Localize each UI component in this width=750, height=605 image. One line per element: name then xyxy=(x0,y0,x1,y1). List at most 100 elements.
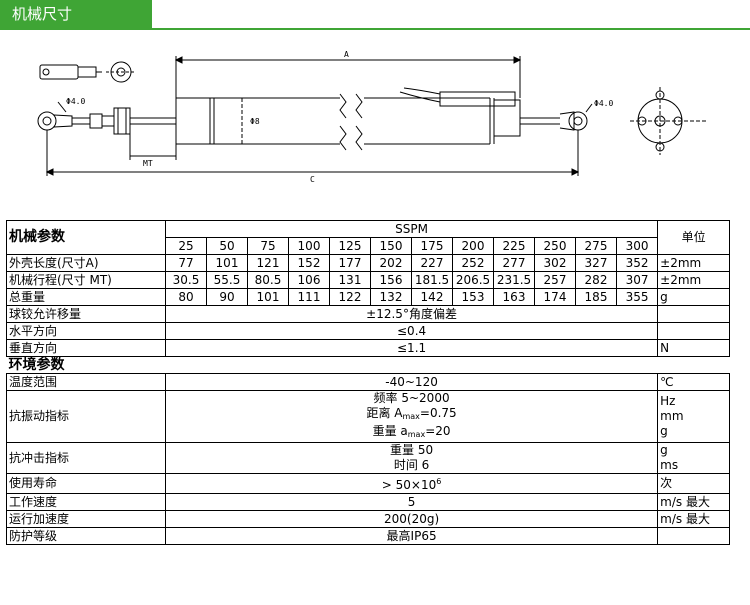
unit-cell: ±2mm xyxy=(657,254,731,272)
value-cell: ±12.5°角度偏差 xyxy=(164,305,659,323)
right-ball-joint xyxy=(559,111,588,131)
value-cell: 302 xyxy=(534,254,576,272)
value-cell: 231.5 xyxy=(493,271,535,289)
row-label: 运行加速度 xyxy=(6,510,166,528)
table-row: 水平方向 ≤0.4 xyxy=(6,322,731,340)
dim-body-dia: Φ8 xyxy=(250,117,260,126)
spec-table: 机械参数 SSPM 单位 25 50 75 100 125 150 175 20… xyxy=(6,220,731,545)
value-cell: 101 xyxy=(206,254,248,272)
cable-outlet xyxy=(399,87,521,137)
value-cell: 5 xyxy=(164,493,659,511)
left-nut xyxy=(89,113,103,129)
table-row: 工作速度 5 m/s 最大 xyxy=(6,493,731,511)
table-row: 外壳长度(尺寸A) 77 101 121 152 177 202 227 252… xyxy=(6,254,731,272)
value-cell: 142 xyxy=(411,288,453,306)
dim-a-label: A xyxy=(344,50,349,59)
mechanical-drawing: A C MT Φ4.0 Φ4.0 Φ8 xyxy=(37,50,708,184)
range-cell: 275 xyxy=(575,237,617,255)
housing-body xyxy=(175,93,495,151)
value-cell: 206.5 xyxy=(452,271,494,289)
range-cell: 225 xyxy=(493,237,535,255)
range-cell: 300 xyxy=(615,237,659,255)
hex-nut xyxy=(113,107,131,135)
value-cell: 156 xyxy=(370,271,412,289)
value-cell: 307 xyxy=(615,271,659,289)
value-cell: > 50×106 xyxy=(164,473,659,494)
value-cell: 30.5 xyxy=(165,271,207,289)
range-cell: 50 xyxy=(206,237,248,255)
value-cell: 80.5 xyxy=(247,271,289,289)
value-cell: 355 xyxy=(615,288,659,306)
row-label: 使用寿命 xyxy=(6,473,166,494)
unit-cell: m/s 最大 xyxy=(657,493,731,511)
table-row: 温度范围 -40~120 ℃ xyxy=(6,373,731,391)
section-title: 机械尺寸 xyxy=(0,0,152,28)
value-cell: 227 xyxy=(411,254,453,272)
value-cell: 177 xyxy=(329,254,371,272)
vibration-values: 频率 5~2000 距离 Amax=0.75 重量 amax=20 xyxy=(164,390,659,443)
dimension-c-line xyxy=(45,130,580,176)
value-cell: 最高IP65 xyxy=(164,527,659,545)
unit-cell: 次 xyxy=(657,473,731,494)
range-cell: 25 xyxy=(165,237,207,255)
header-divider xyxy=(0,28,750,30)
ball-joint-side-view xyxy=(39,64,102,80)
vibration-line: 距离 Amax=0.75 xyxy=(366,406,457,421)
row-label: 垂直方向 xyxy=(6,339,166,357)
range-cell: 150 xyxy=(370,237,412,255)
row-label: 外壳长度(尺寸A) xyxy=(6,254,166,272)
unit-cell: Hz mm g xyxy=(657,390,731,443)
value-cell: 153 xyxy=(452,288,494,306)
value-cell: 282 xyxy=(575,271,617,289)
table-row: 运行加速度 200(20g) m/s 最大 xyxy=(6,510,731,528)
dim-dia-left: Φ4.0 xyxy=(66,97,85,106)
dim-mt-label: MT xyxy=(143,159,153,168)
value-cell: 90 xyxy=(206,288,248,306)
env-section-title: 环境参数 xyxy=(6,356,730,374)
section-header: 机械尺寸 xyxy=(0,0,750,30)
row-label: 温度范围 xyxy=(6,373,166,391)
value-cell: 202 xyxy=(370,254,412,272)
value-cell: ≤0.4 xyxy=(164,322,659,340)
dim-c-label: C xyxy=(310,175,315,184)
dimension-mt-line xyxy=(129,134,177,160)
unit-cell: ±2mm xyxy=(657,271,731,289)
value-cell: 106 xyxy=(288,271,330,289)
value-cell: -40~120 xyxy=(164,373,659,391)
unit-cell xyxy=(657,322,731,340)
value-cell: 252 xyxy=(452,254,494,272)
table-row: 抗冲击指标 重量 50 时间 6 g ms xyxy=(6,442,731,474)
value-cell: 132 xyxy=(370,288,412,306)
value-cell: 200(20g) xyxy=(164,510,659,528)
ball-joint-front-view xyxy=(106,61,136,83)
row-label: 总重量 xyxy=(6,288,166,306)
unit-cell: g xyxy=(657,288,731,306)
value-cell: ≤1.1 xyxy=(164,339,659,357)
value-cell: 352 xyxy=(615,254,659,272)
value-cell: 111 xyxy=(288,288,330,306)
range-cell: 100 xyxy=(288,237,330,255)
unit-cell xyxy=(657,527,731,545)
row-label: 水平方向 xyxy=(6,322,166,340)
value-cell: 80 xyxy=(165,288,207,306)
range-cell: 250 xyxy=(534,237,576,255)
value-cell: 185 xyxy=(575,288,617,306)
value-cell: 77 xyxy=(165,254,207,272)
table-row: 总重量 80 90 101 111 122 132 142 153 163 17… xyxy=(6,288,731,306)
range-cell: 75 xyxy=(247,237,289,255)
mech-section-title: 机械参数 xyxy=(6,220,166,255)
unit-cell: N xyxy=(657,339,731,357)
model-name: SSPM xyxy=(164,220,659,238)
value-cell: 152 xyxy=(288,254,330,272)
range-cell: 175 xyxy=(411,237,453,255)
row-label: 工作速度 xyxy=(6,493,166,511)
value-cell: 327 xyxy=(575,254,617,272)
value-cell: 277 xyxy=(493,254,535,272)
value-cell: 131 xyxy=(329,271,371,289)
value-cell: 55.5 xyxy=(206,271,248,289)
value-cell: 122 xyxy=(329,288,371,306)
dimension-a-line xyxy=(174,56,522,98)
row-label: 抗振动指标 xyxy=(6,390,166,443)
row-label: 球铰允许移量 xyxy=(6,305,166,323)
value-cell: 101 xyxy=(247,288,289,306)
